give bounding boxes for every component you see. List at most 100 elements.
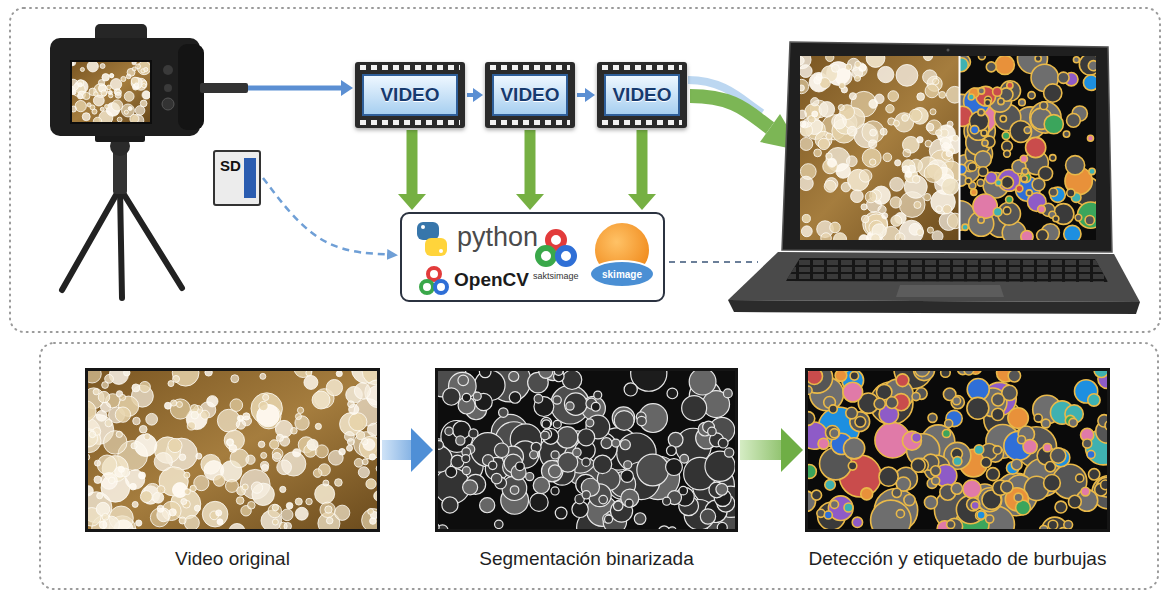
camera-button: [163, 65, 173, 75]
bubble: [865, 191, 876, 202]
bubble: [582, 458, 590, 466]
flow-arrow: [525, 130, 536, 194]
bubble: [612, 439, 620, 447]
bubble: [943, 205, 952, 214]
sd-card-label: [244, 158, 256, 198]
bubble: [553, 396, 561, 404]
bubble: [871, 500, 911, 532]
bubble: [230, 399, 243, 412]
bubble: [462, 467, 470, 475]
library-name: OpenCV: [454, 269, 529, 291]
library-name: saktsimage: [533, 271, 579, 281]
bubble: [1026, 190, 1032, 196]
bubble: [680, 454, 689, 463]
bubble: [824, 511, 832, 519]
tools-box-fill: [400, 212, 665, 302]
bubble: [582, 491, 590, 499]
bubble: [624, 383, 637, 396]
bubble: [1018, 436, 1026, 444]
bubble: [458, 375, 469, 386]
image-binary: [435, 368, 738, 532]
bubble: [171, 400, 177, 406]
flow-arrow: [263, 178, 387, 254]
bubble: [335, 505, 350, 520]
film-label: VIDEO: [380, 84, 439, 106]
bubble: [914, 201, 921, 208]
bubble: [830, 222, 841, 233]
bubble: [614, 411, 634, 431]
bubble: [861, 488, 873, 500]
camera-arrow: [248, 86, 341, 91]
bubble: [349, 413, 367, 431]
bubble: [102, 382, 109, 389]
bubble: [1045, 462, 1055, 472]
camera-arrowhead: [341, 80, 353, 96]
bubble: [578, 429, 595, 446]
bubble: [227, 439, 233, 445]
bubble: [260, 373, 266, 379]
bubble: [888, 91, 899, 102]
bubble: [542, 420, 551, 429]
bubble: [637, 454, 669, 486]
bubble: [843, 382, 863, 402]
bubble: [1049, 188, 1057, 196]
bubble: [886, 105, 894, 113]
bubble: [362, 459, 368, 465]
logo-ring: [548, 232, 564, 248]
bubble: [509, 371, 519, 381]
bubble: [187, 422, 195, 430]
bubble: [1026, 137, 1046, 157]
bubble: [280, 486, 286, 492]
bubble: [1068, 495, 1081, 508]
bubble: [72, 62, 76, 66]
bubble: [446, 466, 457, 477]
bubble: [977, 511, 985, 519]
bubble: [852, 517, 862, 527]
bubble: [268, 504, 281, 517]
bubble: [495, 520, 503, 528]
bubble: [976, 511, 985, 520]
bubble: [99, 521, 107, 529]
bubble: [993, 446, 1001, 454]
bubble: [105, 105, 109, 109]
bubble: [835, 370, 847, 382]
image-labelled: [805, 368, 1110, 532]
bubble: [202, 501, 228, 527]
foam-bubbles: [72, 62, 150, 122]
bubble: [968, 163, 976, 171]
bubble: [723, 389, 732, 398]
bubble: [555, 507, 567, 519]
bubble: [136, 520, 142, 526]
bubble: [854, 75, 860, 81]
bubble: [826, 153, 832, 159]
bubble: [849, 93, 856, 100]
bubble: [879, 467, 898, 486]
bubble: [110, 79, 121, 90]
bubble: [621, 470, 634, 483]
bubble: [845, 64, 851, 70]
bubble: [892, 488, 901, 497]
bubble: [142, 84, 146, 88]
bubble: [912, 393, 920, 401]
camera-body: [50, 38, 200, 136]
bubble: [286, 502, 293, 509]
bubble: [975, 151, 992, 168]
bubble: [826, 133, 832, 139]
bubble: [936, 206, 942, 212]
bubble: [272, 453, 281, 462]
bubble: [800, 79, 809, 93]
bubble: [154, 453, 172, 471]
bubble: [126, 74, 131, 79]
bubble: [323, 480, 329, 486]
bubble: [801, 226, 812, 237]
bubble: [903, 149, 911, 157]
bubble: [682, 396, 707, 421]
bubble: [191, 411, 199, 419]
bubble: [117, 117, 122, 122]
tripod-leg: [62, 188, 120, 290]
bubble: [637, 416, 646, 425]
bubble: [140, 100, 147, 107]
bubble: [442, 497, 458, 513]
bubble: [315, 423, 321, 429]
